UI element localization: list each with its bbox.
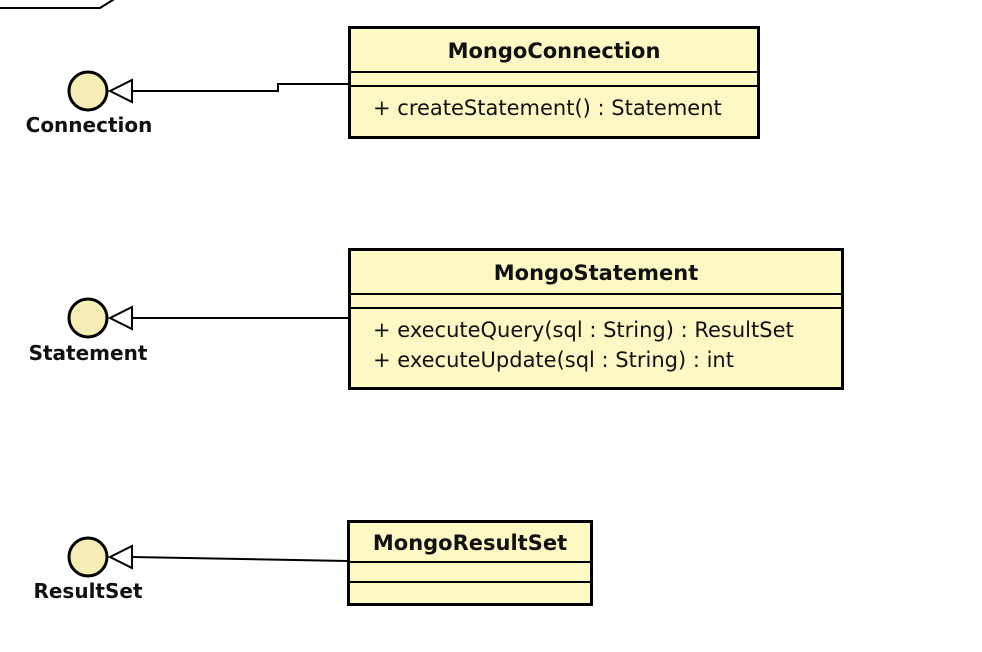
attributes-compartment [351,73,757,87]
attributes-compartment [350,563,590,583]
class-mongostatement[interactable]: MongoStatement + executeQuery(sql : Stri… [348,248,844,390]
interface-resultset-icon[interactable] [67,536,109,578]
realization-resultset [107,544,349,570]
realization-connection [107,78,348,104]
operation: + executeQuery(sql : String) : ResultSet [373,318,794,342]
class-name: MongoConnection [351,29,757,73]
class-name: MongoStatement [351,251,841,295]
class-name: MongoResultSet [350,523,590,563]
interface-statement-icon[interactable] [67,297,109,339]
operation: + executeUpdate(sql : String) : int [373,348,734,372]
operation: + createStatement() : Statement [373,96,722,120]
interface-resultset-label: ResultSet [33,579,143,603]
operations-compartment [350,583,590,589]
operations-compartment: + executeQuery(sql : String) : ResultSet… [351,309,841,375]
interface-statement-label: Statement [28,341,148,365]
operations-compartment: + createStatement() : Statement [351,87,757,123]
attributes-compartment [351,295,841,309]
interface-connection-icon[interactable] [67,70,109,112]
package-frame-corner [0,0,115,9]
class-mongoresultset[interactable]: MongoResultSet [347,520,593,606]
class-mongoconnection[interactable]: MongoConnection + createStatement() : St… [348,26,760,139]
realization-statement [107,305,348,331]
interface-connection-label: Connection [25,113,153,137]
